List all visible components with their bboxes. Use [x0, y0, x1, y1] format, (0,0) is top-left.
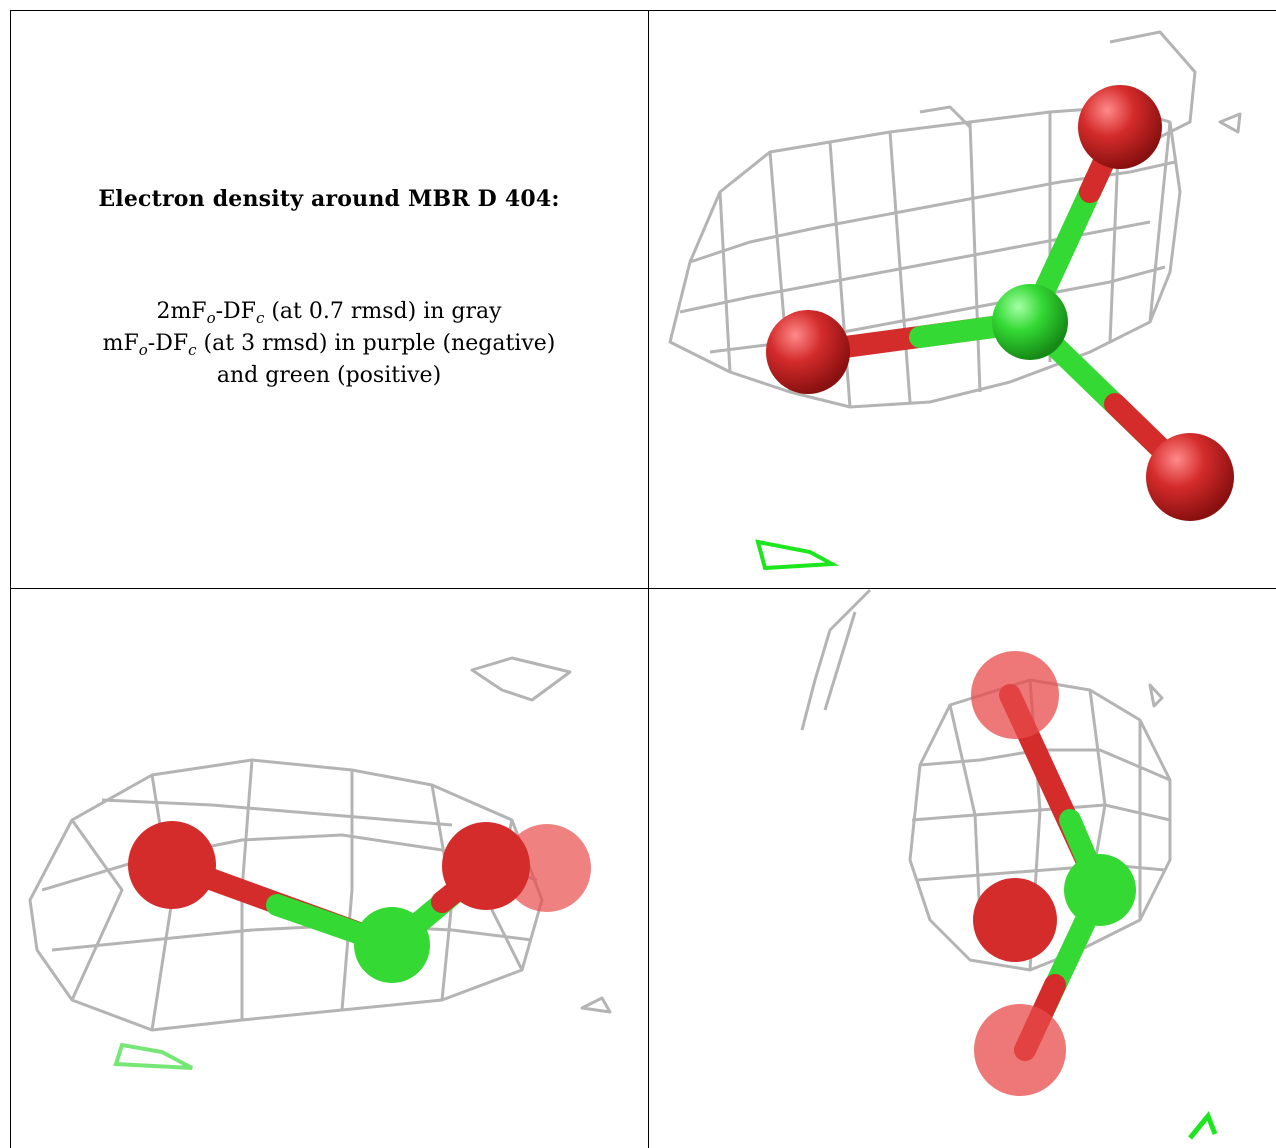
caption-line-2mfo: 2mFo-DFc (at 0.7 rmsd) in gray — [156, 299, 502, 327]
caption-panel: Electron density around MBR D 404: 2mFo-… — [10, 12, 648, 588]
oxygen-atom — [1078, 85, 1162, 169]
oxygen-atom — [974, 1004, 1066, 1096]
oxygen-atom — [766, 310, 850, 394]
boron-atom — [992, 284, 1068, 360]
molecule-view-bottom-right — [800, 588, 1218, 1140]
density-mesh-gray — [668, 30, 1242, 409]
caption-line-mfo: mFo-DFc (at 3 rmsd) in purple (negative) — [102, 331, 556, 359]
oxygen-atom — [128, 821, 216, 909]
positive-density-green — [1188, 1111, 1218, 1140]
oxygen-atom — [1146, 433, 1234, 521]
caption-line-positive: and green (positive) — [216, 363, 442, 388]
border-left — [10, 10, 11, 1148]
caption-title: Electron density around MBR D 404: — [98, 186, 560, 212]
oxygen-atom — [971, 651, 1059, 739]
molecule-view-top-right — [668, 30, 1242, 571]
molecule-view-bottom-left — [28, 656, 612, 1070]
caption-body: 2mFo-DFc (at 0.7 rmsd) in gray mFo-DFc (… — [10, 296, 648, 392]
positive-density-green — [113, 1042, 193, 1070]
border-top — [10, 10, 1276, 11]
divider-horizontal — [10, 588, 1276, 589]
oxygen-atom — [973, 878, 1057, 962]
positive-density-green — [755, 539, 840, 571]
divider-vertical — [648, 10, 649, 1148]
boron-atom — [354, 907, 430, 983]
oxygen-atom — [442, 822, 530, 910]
boron-atom — [1064, 854, 1136, 926]
